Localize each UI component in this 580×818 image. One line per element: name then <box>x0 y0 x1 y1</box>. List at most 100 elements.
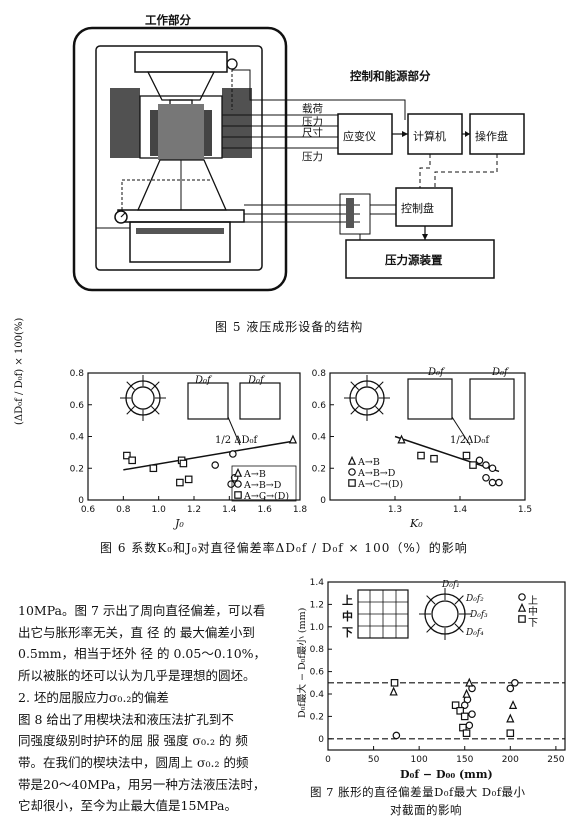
fig7-point <box>511 679 519 687</box>
fig6-right-xlabel: K₀ <box>410 517 423 530</box>
fig7-point <box>451 701 460 710</box>
fig7-dof-1: D₀f₁ <box>442 580 460 590</box>
fig6-left-ring-icon-arrow <box>126 381 135 390</box>
fig6-left-legend-marker <box>234 480 242 488</box>
fig5-signal-label-pressure-1: 压力 <box>302 116 323 128</box>
press-frame <box>72 26 288 292</box>
fig5-caption: 图 5 液压成形设备的结构 <box>215 320 364 334</box>
fig6-left-ytick-label: 0 <box>78 496 84 506</box>
fig7-xtick-label: 0 <box>325 755 331 765</box>
fig6-right-xtick-label: 1.4 <box>453 505 468 515</box>
fig6-left-xtick-label: 1.6 <box>258 505 273 515</box>
fig7-side-label-mid: 中 <box>342 610 353 623</box>
fig7-point <box>390 678 399 687</box>
fig7-point <box>389 686 398 696</box>
section-heading: 2. 坯的屈服应力σ₀.₂的偏差 <box>18 689 169 705</box>
fig7-point <box>506 684 515 693</box>
fig5-signal-label-load: 载荷 <box>302 103 323 115</box>
fig5-computer-label: 计算机 <box>413 130 446 143</box>
fig7-ytick-label: 0.6 <box>310 668 325 678</box>
body-line: 出它与胀形率无关，直 径 的 最大偏差小到 <box>18 624 255 640</box>
fig7-ytick-label: 0.2 <box>310 712 324 722</box>
fig6-left-xtick-label: 1.0 <box>152 505 167 515</box>
fig6-left-point <box>229 450 237 458</box>
fig6-left-leader <box>227 416 241 446</box>
body-line: 图 8 给出了用楔块法和液压法扩孔到不 <box>18 711 234 727</box>
fig7-ring-icon-arrow <box>454 623 464 633</box>
body-text: 10MPa。图 7 示出了周向直径偏差，可以看 出它与胀形率无关，直 径 的 最… <box>18 600 298 817</box>
fig6-right-legend-marker <box>348 479 356 487</box>
fig6-right-ring-icon-arrow <box>350 381 359 390</box>
fig5-pressure-source-label: 压力源装置 <box>385 253 443 267</box>
fig6-right-ring-icon-inner <box>355 386 379 410</box>
fig6-right-point <box>482 461 490 469</box>
fig6-left-xtick-label: 1.8 <box>293 505 308 515</box>
press-inner-frame <box>95 45 263 271</box>
fig7-point <box>506 729 515 738</box>
fig7-xtick-label: 100 <box>411 755 428 765</box>
fig7-legend-2: 中 <box>528 607 538 618</box>
fig6-right-point <box>430 454 438 463</box>
fig7-point <box>462 729 471 738</box>
fig6-right-dof-2: D₀f <box>492 367 508 378</box>
fig6-left-legend-box <box>231 465 297 502</box>
fig6-left-point <box>123 451 131 460</box>
fig6-left-dof-1: D₀f <box>195 375 211 386</box>
fig7-legend-marker <box>518 593 526 601</box>
fig6-right-point <box>495 478 503 487</box>
fig7-dof-4: D₀f₄ <box>466 628 484 638</box>
fig5-control-label: 控制盘 <box>401 202 434 215</box>
fig7-point <box>465 677 474 687</box>
fig6-left-point <box>176 478 184 487</box>
fig6-right-point <box>469 461 477 469</box>
fig6-right-ring-icon-arrow <box>350 406 359 415</box>
computer-box <box>407 113 463 155</box>
fig7-dof-2: D₀f₂ <box>466 594 484 604</box>
fig7-point <box>392 731 401 740</box>
fig7-caption-line2: 对截面的影响 <box>390 803 462 817</box>
fig5-signal-label-pressure-2: 压力 <box>302 151 323 163</box>
fig6-left-point <box>149 464 158 473</box>
fig7-ytick-label: 1.4 <box>310 578 325 588</box>
fig7-side-label-bottom: 下 <box>342 626 353 639</box>
fig7-ring-icon-arrow <box>454 595 464 605</box>
body-line: 带是20～40MPa，用另一种方法液压法时， <box>18 776 266 792</box>
fig5-title-work: 工作部分 <box>145 13 191 27</box>
fig7-point <box>468 710 476 718</box>
fig6-right-ytick-label: 0 <box>320 496 326 506</box>
fig6-left-point <box>184 475 193 484</box>
pressure-source-box <box>345 239 495 279</box>
fig7-legend-marker <box>518 615 526 623</box>
control-panel-box <box>395 187 453 227</box>
fig6-left-ytick-label: 0.6 <box>70 401 85 411</box>
fig6-right-ytick-label: 0.6 <box>312 401 327 411</box>
fig6-left-xtick-label: 1.2 <box>187 505 201 515</box>
fig6-right-ring-icon-arrow <box>375 406 384 415</box>
body-line: 10MPa。图 7 示出了周向直径偏差，可以看 <box>18 603 266 618</box>
fig6-right-dof-1: D₀f <box>428 367 444 378</box>
fig7-xtick-label: 200 <box>502 755 519 765</box>
strain-gauge-box <box>337 113 393 155</box>
body-line: 所以被胀的坯可以认为几乎是理想的圆坯。 <box>18 668 256 684</box>
fig7-ring-icon-inner <box>431 600 459 628</box>
fig6-caption: 图 6 系数K₀和J₀对直径偏差率ΔD₀f / D₀f × 100（%）的影响 <box>100 541 468 555</box>
fig6-left-legend-1: A→B <box>244 469 266 480</box>
fig7-point <box>506 713 515 723</box>
fig6-left-xtick-label: 1.4 <box>222 505 237 515</box>
fig7-ylabel: D₀f最大 − D₀f最小 (mm) <box>297 607 308 718</box>
fig7-xtick-label: 150 <box>456 755 473 765</box>
fig6-left-xtick-label: 0.6 <box>81 505 96 515</box>
fig6-right-ytick-label: 0.2 <box>312 464 326 474</box>
fig6-left-legend-2: A→B→D <box>244 480 282 491</box>
fig6-right-legend-2: A→B→D <box>358 468 396 479</box>
fig7-ytick-label: 1.2 <box>310 600 324 610</box>
fig6-right-legend-3: A→C→(D) <box>358 479 404 490</box>
fig6-right-point <box>475 456 484 465</box>
fig6-right-tube-sketch-2 <box>469 378 515 420</box>
fig6-right-xtick-label: 1.3 <box>388 505 402 515</box>
fig7-legend-marker <box>517 602 527 612</box>
body-line: 它却很小，至今为止最大值是15MPa。 <box>18 798 238 814</box>
